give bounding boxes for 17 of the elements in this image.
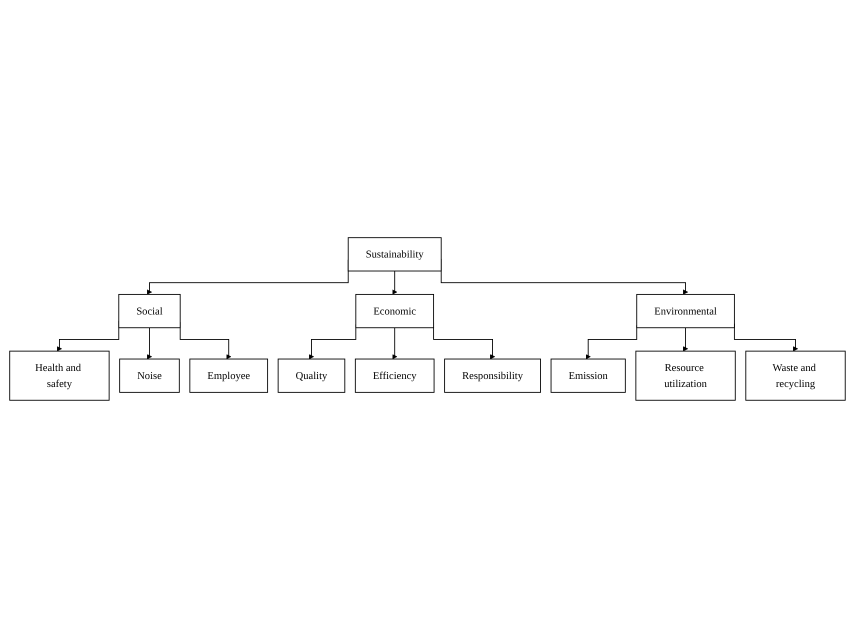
node-box: Health and safety — [9, 350, 110, 401]
arrow — [392, 327, 398, 360]
node-box: Emission — [550, 358, 626, 393]
node-box: Quality — [278, 358, 346, 393]
arrow — [392, 270, 398, 295]
node-box: Waste and recycling — [745, 350, 846, 401]
node-box: Employee — [189, 358, 268, 393]
arrow — [683, 327, 688, 352]
node-box: Sustainability — [348, 237, 442, 272]
node-box: Economic — [355, 294, 434, 328]
node-box: Social — [118, 294, 181, 328]
node-box: Resource utilization — [635, 350, 736, 401]
arrow — [146, 327, 152, 360]
node-box: Noise — [119, 358, 180, 393]
node-box: Responsibility — [444, 358, 541, 393]
node-box: Environmental — [636, 294, 735, 328]
node-box: Efficiency — [354, 358, 435, 393]
